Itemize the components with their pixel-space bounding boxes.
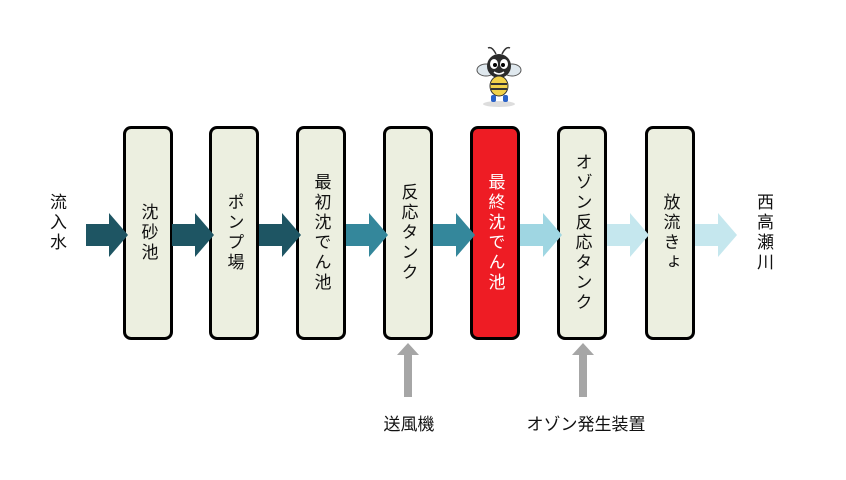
blower-label: 送風機 [383,415,435,435]
ozone-generator-label: オゾン発生装置 [526,415,646,435]
step-pump-station: ポンプ場 [209,126,259,340]
flow-arrow-icon [346,213,388,257]
input-arrow-up-icon [572,343,594,397]
step-label: 最初沈でん池 [310,173,331,293]
flow-arrow-icon [172,213,214,257]
mascot-character-icon [476,46,522,107]
step-ozone-reaction-tank: オゾン反応タンク [557,126,607,340]
step-primary-settling-tank: 最初沈でん池 [296,126,346,340]
step-grit-chamber: 沈砂池 [123,126,173,340]
step-label: オゾン反応タンク [571,153,592,313]
step-label: ポンプ場 [223,193,244,273]
step-label: 反応タンク [397,183,418,283]
step-final-settling-tank: 最終沈でん池 [470,126,520,340]
flow-arrow-icon [695,213,737,257]
step-label: 最終沈でん池 [484,173,505,293]
flow-arrow-icon [607,213,649,257]
flow-arrow-icon [259,213,301,257]
step-discharge-channel: 放流きょ [645,126,695,340]
flow-arrow-icon [86,213,128,257]
step-reaction-tank: 反応タンク [383,126,433,340]
input-arrow-up-icon [397,343,419,397]
inflow-label: 流入水 [46,193,66,253]
step-label: 沈砂池 [137,203,158,263]
step-label: 放流きょ [659,193,680,273]
outflow-label: 西高瀬川 [753,193,773,273]
flow-arrow-icon [433,213,475,257]
flow-arrow-icon [520,213,562,257]
